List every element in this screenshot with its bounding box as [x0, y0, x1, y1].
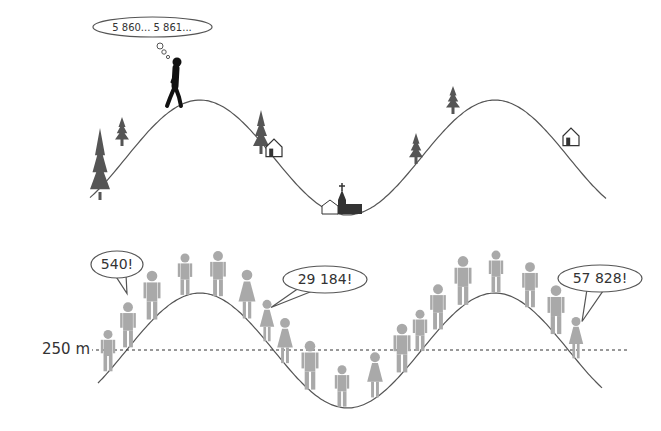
bubble-text: 5 860... 5 861...: [112, 22, 192, 33]
person-figure: [101, 330, 115, 371]
person-figure: [569, 317, 583, 358]
person-figure: [522, 262, 538, 307]
thought-dot: [162, 50, 166, 54]
person-figure: [455, 256, 472, 305]
person-figure: [548, 285, 565, 334]
person-figure: [302, 341, 319, 390]
altitude-line: [84, 350, 630, 351]
walker-figure: [167, 57, 182, 106]
fir-tree: [115, 117, 129, 146]
person-figure: [277, 318, 293, 363]
top-hill-line: [90, 100, 606, 215]
person-figure: [413, 310, 427, 351]
bubble-ellipse: [283, 266, 367, 293]
thought-bubble: 5 860... 5 861...: [92, 16, 213, 38]
bubble-text: 57 828!: [573, 270, 628, 286]
bubble-text: 29 184!: [298, 271, 353, 287]
house: [266, 139, 282, 157]
person-figure: [178, 254, 192, 295]
fir-tree: [90, 128, 110, 200]
person-figure: [489, 251, 503, 292]
bubble-ellipse: [91, 251, 143, 278]
bubble-text: 540!: [101, 256, 133, 272]
church: [322, 183, 362, 214]
fir-tree: [446, 86, 460, 114]
thought-dot: [166, 55, 169, 58]
person-figure: [120, 302, 136, 347]
speech-bubble: 57 828!: [557, 264, 643, 293]
person-figure: [430, 284, 446, 329]
person-figure: [367, 352, 383, 397]
speech-bubble: 29 184!: [282, 265, 368, 294]
fir-tree: [409, 133, 423, 164]
person-figure: [394, 324, 411, 373]
bubble-ellipse: [558, 265, 642, 292]
person-figure: [335, 365, 349, 406]
bottom-hill-line: [98, 293, 602, 408]
bubble-tail: [582, 289, 603, 321]
thought-dot: [157, 43, 163, 49]
altitude-label: 250 m: [40, 340, 92, 358]
person-figure: [144, 271, 161, 320]
house: [563, 128, 579, 146]
bubble-ellipse: [93, 17, 212, 37]
speech-bubble: 540!: [90, 250, 144, 279]
person-figure: [210, 251, 226, 296]
person-figure: [239, 270, 256, 319]
